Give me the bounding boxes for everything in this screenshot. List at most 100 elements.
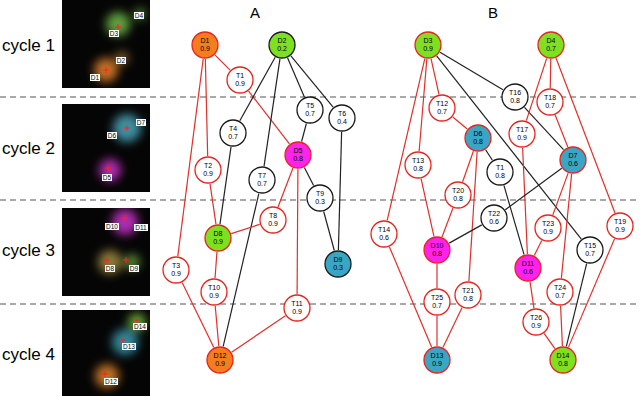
node-score: 0.9 [542, 228, 554, 236]
node-score: 0.7 [257, 180, 267, 188]
node-id: T1 [235, 72, 245, 80]
node-text: T80.9 [268, 212, 278, 228]
cycle-separator [0, 304, 640, 305]
node-id: D11 [522, 260, 534, 268]
detection-tag: D11 [134, 224, 147, 231]
node-score: 0.6 [378, 234, 390, 242]
node-text: T240.7 [554, 284, 566, 300]
node-score: 0.6 [522, 268, 534, 276]
node-text: D80.9 [213, 230, 223, 246]
detection-node: D10.9 [191, 31, 219, 59]
node-circle [201, 279, 227, 305]
cycle-label: cycle 2 [2, 139, 55, 158]
transition-link [534, 241, 541, 256]
node-circle [220, 120, 246, 146]
node-id: T24 [554, 284, 566, 292]
node-id: T16 [509, 89, 521, 97]
node-circle [163, 257, 189, 283]
node-circle [415, 32, 441, 58]
node-text: D10.9 [200, 37, 210, 53]
transition-link [568, 239, 614, 347]
node-circle [509, 121, 535, 147]
microscopy-thumbnail [62, 104, 150, 192]
node-text: T250.7 [431, 294, 443, 310]
transition-node: T140.6 [370, 220, 398, 248]
transition-node: T190.9 [606, 212, 634, 240]
node-id: T14 [378, 226, 390, 234]
node-circle [249, 167, 275, 193]
transition-link [555, 115, 568, 147]
transition-link [324, 212, 335, 251]
node-id: T5 [305, 102, 315, 110]
transition-link [215, 55, 230, 70]
transition-node: T210.8 [454, 281, 482, 309]
node-circle [429, 95, 455, 121]
node-score: 0.8 [452, 195, 464, 203]
node-text: T20.9 [203, 162, 213, 178]
detection-node: D60.8 [464, 124, 492, 152]
detection-node: D140.8 [549, 346, 577, 374]
node-text: D90.3 [333, 256, 343, 272]
transition-link [304, 167, 313, 185]
node-id: D2 [277, 37, 287, 45]
detection-tag: D3 [109, 30, 119, 37]
detection-node: D90.3 [324, 250, 352, 278]
node-score: 0.9 [213, 238, 223, 246]
transition-link [436, 316, 437, 346]
node-score: 0.7 [305, 110, 315, 118]
node-score: 0.6 [568, 160, 578, 168]
node-score: 0.8 [473, 138, 483, 146]
node-circle [195, 157, 221, 183]
transition-link [463, 151, 474, 182]
node-circle [371, 221, 397, 247]
node-text: D50.8 [293, 147, 303, 163]
node-text: T170.9 [516, 126, 528, 142]
transition-node: T220.6 [480, 204, 508, 232]
transition-node: T60.4 [328, 104, 356, 132]
node-circle [297, 97, 323, 123]
node-score: 0.4 [337, 118, 347, 126]
node-id: T11 [291, 300, 303, 308]
transition-link [302, 124, 307, 142]
node-text: T10.8 [495, 164, 505, 180]
detection-tag: D9 [129, 265, 139, 272]
node-id: D6 [473, 130, 483, 138]
transition-node: T240.7 [546, 278, 574, 306]
node-score: 0.9 [530, 322, 542, 330]
transition-link [278, 168, 293, 207]
node-id: D13 [431, 352, 444, 360]
node-text: T120.7 [436, 100, 448, 116]
panel-label: B [488, 4, 498, 21]
node-score: 0.6 [488, 218, 500, 226]
node-score: 0.7 [554, 292, 566, 300]
node-text: T220.6 [488, 210, 500, 226]
transition-link [215, 306, 219, 346]
node-text: D70.6 [568, 152, 578, 168]
transition-link [436, 264, 437, 288]
transition-link [419, 59, 427, 151]
node-id: T7 [257, 172, 267, 180]
node-score: 0.7 [544, 102, 556, 110]
node-circle [537, 89, 563, 115]
node-score: 0.8 [557, 360, 570, 368]
transition-link [556, 58, 615, 213]
node-text: D40.7 [546, 37, 556, 53]
node-text: D130.9 [431, 352, 444, 368]
node-score: 0.3 [333, 264, 343, 272]
transition-node: T70.7 [248, 166, 276, 194]
node-text: D20.2 [277, 37, 287, 53]
transition-node: T20.9 [194, 156, 222, 184]
transition-link [210, 184, 216, 224]
node-text: D110.6 [522, 260, 534, 276]
transition-link [544, 333, 555, 348]
node-text: T190.9 [614, 218, 626, 234]
node-circle [455, 282, 481, 308]
transition-link [530, 282, 534, 308]
node-circle [535, 215, 561, 241]
node-circle [405, 152, 431, 178]
transition-link [443, 308, 462, 348]
node-score: 0.9 [423, 45, 433, 53]
node-circle [487, 159, 513, 185]
node-id: T15 [584, 242, 596, 250]
